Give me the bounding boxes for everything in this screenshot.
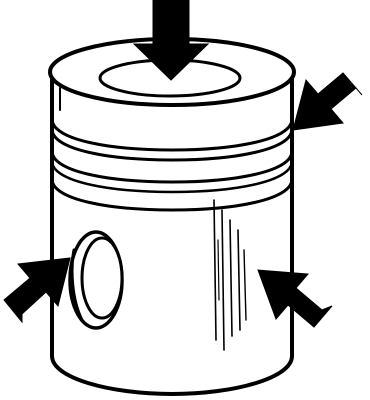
pin-boss-inner	[82, 238, 122, 318]
upper-right-arrow-icon	[293, 73, 362, 130]
piston-icon	[50, 39, 294, 394]
